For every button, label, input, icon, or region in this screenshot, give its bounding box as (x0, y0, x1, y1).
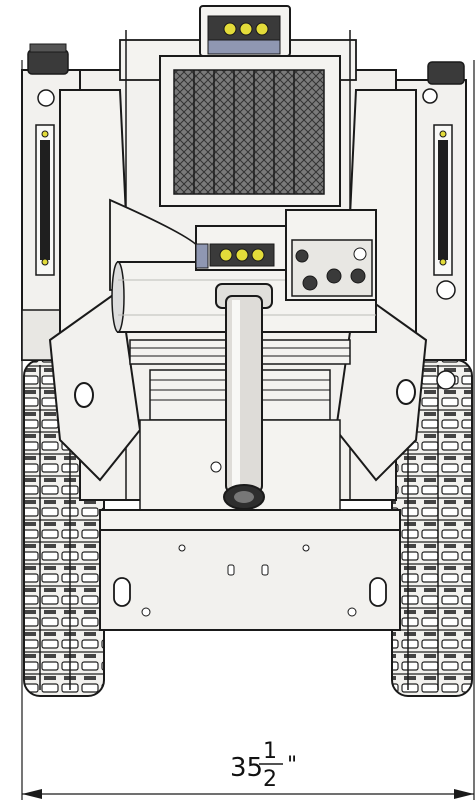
center-light-3 (251, 248, 265, 262)
dimension-numerator: 1 (263, 739, 277, 764)
center-light-2 (235, 248, 249, 262)
control-box (285, 209, 377, 301)
center-light-bar (195, 225, 287, 271)
front-bumper (99, 509, 401, 631)
connector-1 (295, 249, 309, 263)
hydraulic-cylinder (215, 283, 273, 510)
radiator-grille (159, 55, 341, 207)
top-light-housing (199, 5, 291, 57)
connector-5 (353, 247, 367, 261)
connector-2 (302, 275, 318, 291)
width-dimension: 35 1 2 " (21, 60, 475, 800)
arrow-head-right (454, 789, 474, 799)
dimension-denominator: 2 (263, 767, 277, 792)
dimension-unit: " (287, 753, 297, 778)
top-light-2 (239, 22, 253, 36)
top-light-1 (223, 22, 237, 36)
connector-3 (326, 268, 342, 284)
top-light-3 (255, 22, 269, 36)
center-light-1 (219, 248, 233, 262)
arrow-head-left (22, 789, 42, 799)
lift-arms (48, 89, 428, 482)
connector-4 (350, 268, 366, 284)
dimension-whole: 35 (230, 753, 263, 783)
